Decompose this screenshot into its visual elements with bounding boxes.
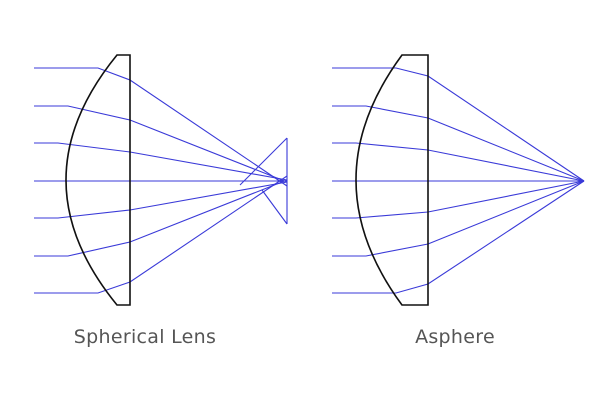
- spherical-caustic-upper: [239, 137, 288, 186]
- asphere-ray-6: [332, 180, 585, 257]
- spherical-lens-outline: [65, 54, 131, 306]
- spherical-ray-1: [34, 67, 288, 187]
- asphere-lens-outline: [355, 54, 429, 306]
- spherical-ray-2: [34, 105, 288, 183]
- asphere-lens-diagram: [332, 54, 585, 306]
- spherical-lens-diagram: [34, 54, 288, 306]
- spherical-caustic-lower: [261, 189, 288, 225]
- spherical-ray-5: [34, 181, 288, 219]
- asphere-ray-7: [332, 180, 585, 294]
- spherical-ray-7: [34, 175, 288, 294]
- asphere-caption: Asphere: [415, 326, 495, 348]
- asphere-ray-3: [332, 142, 585, 182]
- spherical-lens-caption: Spherical Lens: [73, 326, 217, 348]
- asphere-ray-2: [332, 105, 585, 182]
- asphere-ray-1: [332, 67, 585, 182]
- spherical-ray-6: [34, 179, 288, 257]
- spherical-ray-3: [34, 142, 288, 181]
- asphere-ray-5: [332, 180, 585, 219]
